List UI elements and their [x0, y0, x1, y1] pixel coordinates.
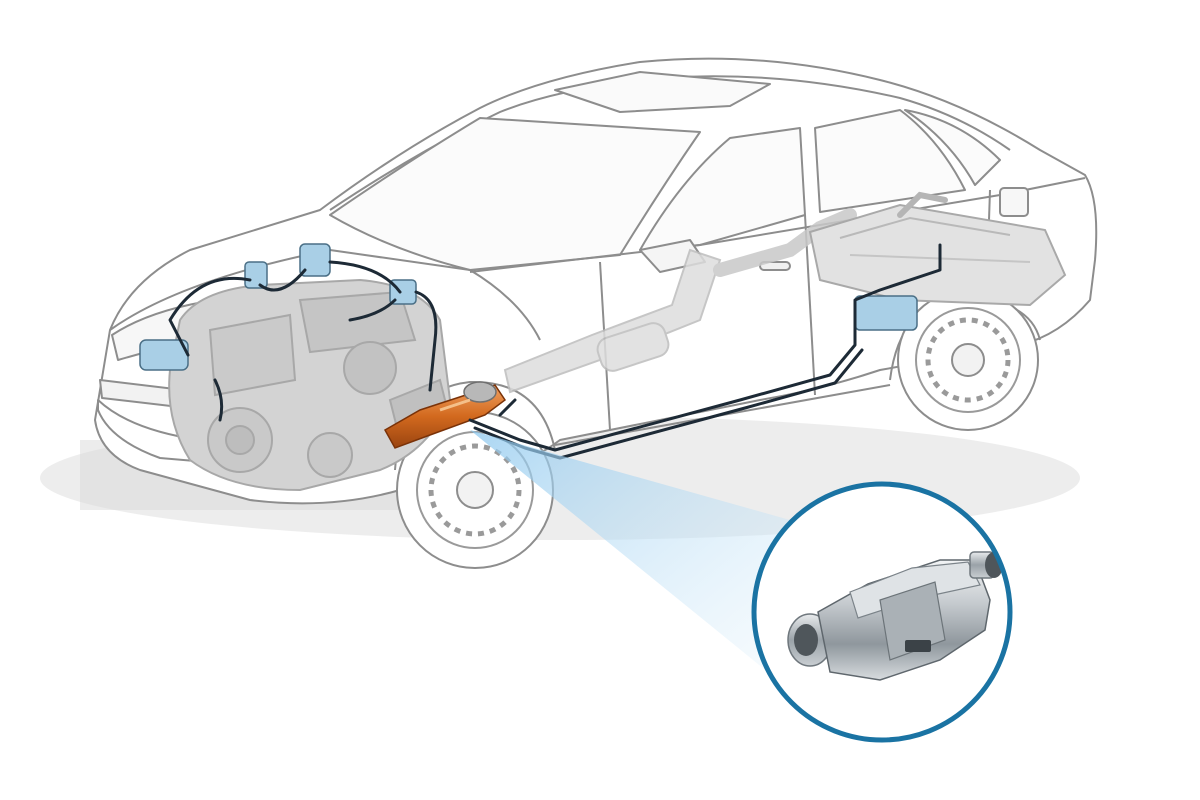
muffler [596, 322, 670, 372]
catalytic-converter-closeup [787, 551, 1003, 681]
sensor-top-left [244, 261, 268, 289]
rear-quarter-window [904, 109, 1001, 186]
sunroof [554, 71, 771, 113]
converter-callout [751, 481, 1013, 743]
purge-valve [139, 339, 189, 371]
fuel-door [999, 187, 1029, 217]
windshield [329, 117, 701, 271]
rear-door-window [814, 109, 966, 213]
engine-pulley-2 [307, 432, 353, 478]
exhaust-pipe [503, 208, 857, 394]
evap-canister [854, 295, 918, 331]
rear-wheel [897, 289, 1039, 431]
sensor-top-middle [299, 243, 331, 277]
evap-components [139, 243, 918, 371]
front-door-handle [759, 261, 791, 271]
engine-fan [343, 341, 397, 395]
front-door-window [639, 127, 806, 251]
catalytic-converter-installed [383, 381, 507, 449]
callout-beam [470, 430, 790, 690]
